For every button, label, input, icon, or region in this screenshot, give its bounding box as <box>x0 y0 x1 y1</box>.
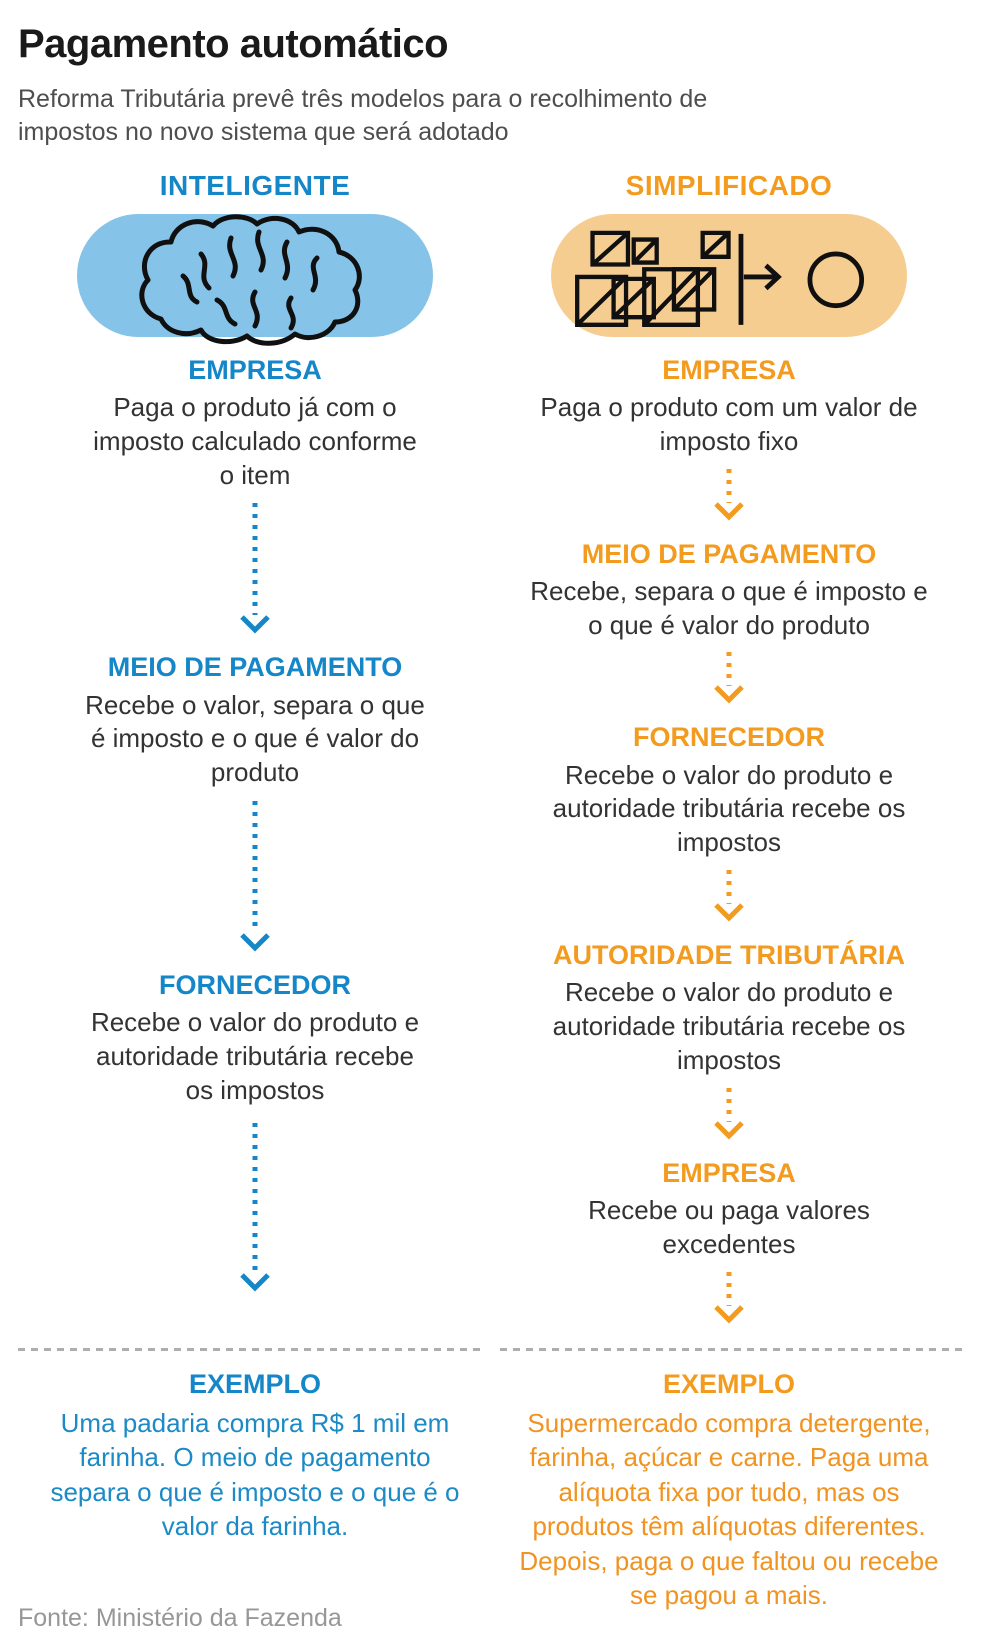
down-arrow-icon <box>714 1271 744 1324</box>
example-text: Uma padaria compra R$ 1 mil em farinha. … <box>50 1407 460 1542</box>
flow-columns: INTELIGENTE <box>18 170 966 1324</box>
step-text: Recebe o valor, separa o que é imposto e… <box>85 689 425 788</box>
dashed-divider <box>500 1347 966 1351</box>
step-empresa: EMPRESA Paga o produto com um valor de i… <box>524 337 934 459</box>
step-autoridade-tributaria: AUTORIDADE TRIBUTÁRIA Recebe o valor do … <box>524 922 934 1078</box>
step-title: EMPRESA <box>662 354 796 385</box>
down-arrow-icon <box>714 870 744 922</box>
down-arrow-icon <box>240 1122 270 1292</box>
down-arrow-icon <box>714 468 744 521</box>
step-title: EMPRESA <box>662 1157 796 1188</box>
step-meio-de-pagamento: MEIO DE PAGAMENTO Recebe, separa o que é… <box>524 521 934 643</box>
example-text: Supermercado compra detergente, farinha,… <box>519 1407 939 1611</box>
step-text: Paga o produto com um valor de imposto f… <box>540 392 918 456</box>
down-arrow-icon <box>240 801 270 952</box>
step-title: FORNECEDOR <box>632 722 825 753</box>
column-simplificado: SIMPLIFICADO <box>492 170 966 1324</box>
items-to-single-value-icon <box>575 230 865 327</box>
down-arrow-icon <box>240 503 270 634</box>
step-title: AUTORIDADE TRIBUTÁRIA <box>553 940 905 971</box>
example-title: EXEMPLO <box>662 1368 796 1399</box>
simplificado-pill <box>551 213 907 337</box>
section-dividers <box>18 1347 966 1351</box>
step-empresa-final: EMPRESA Recebe ou paga valores excedente… <box>524 1140 934 1262</box>
source-note: Fonte: Ministério da Fazenda <box>18 1604 342 1632</box>
column-title-simplificado: SIMPLIFICADO <box>625 170 833 201</box>
down-arrow-icon <box>714 652 744 704</box>
step-text: Recebe o valor do produto e autoridade t… <box>552 977 906 1075</box>
example-simplificado: EXEMPLO Supermercado compra detergente, … <box>492 1369 966 1613</box>
step-title: MEIO DE PAGAMENTO <box>107 652 403 683</box>
example-inteligente: EXEMPLO Uma padaria compra R$ 1 mil em f… <box>18 1369 492 1613</box>
examples-row: EXEMPLO Uma padaria compra R$ 1 mil em f… <box>18 1369 966 1613</box>
step-title: MEIO DE PAGAMENTO <box>581 538 877 569</box>
step-fornecedor: FORNECEDOR Recebe o valor do produto e a… <box>83 952 428 1108</box>
down-arrow-icon <box>714 1087 744 1140</box>
inteligente-pill <box>77 213 433 347</box>
step-text: Recebe o valor do produto e autoridade t… <box>552 759 906 858</box>
page-title: Pagamento automático <box>18 22 449 66</box>
step-text: Recebe o valor do produto e autoridade t… <box>90 1007 420 1105</box>
step-text: Recebe ou paga valores excedentes <box>588 1194 870 1259</box>
page-subtitle: Reforma Tributária prevê três modelos pa… <box>18 85 708 146</box>
step-fornecedor: FORNECEDOR Recebe o valor do produto e a… <box>524 704 934 860</box>
step-empresa: EMPRESA Paga o produto já com o imposto … <box>83 337 428 493</box>
column-title-inteligente: INTELIGENTE <box>159 170 351 201</box>
column-inteligente: INTELIGENTE <box>18 170 492 1292</box>
step-text: Paga o produto já com o imposto calculad… <box>93 392 417 490</box>
example-title: EXEMPLO <box>188 1368 322 1399</box>
brain-icon <box>139 214 362 347</box>
step-meio-de-pagamento: MEIO DE PAGAMENTO Recebe o valor, separa… <box>83 634 428 790</box>
step-title: FORNECEDOR <box>158 970 351 1001</box>
step-text: Recebe, separa o que é imposto e o que é… <box>530 575 928 640</box>
step-title: EMPRESA <box>188 354 322 385</box>
dashed-divider <box>18 1347 484 1351</box>
